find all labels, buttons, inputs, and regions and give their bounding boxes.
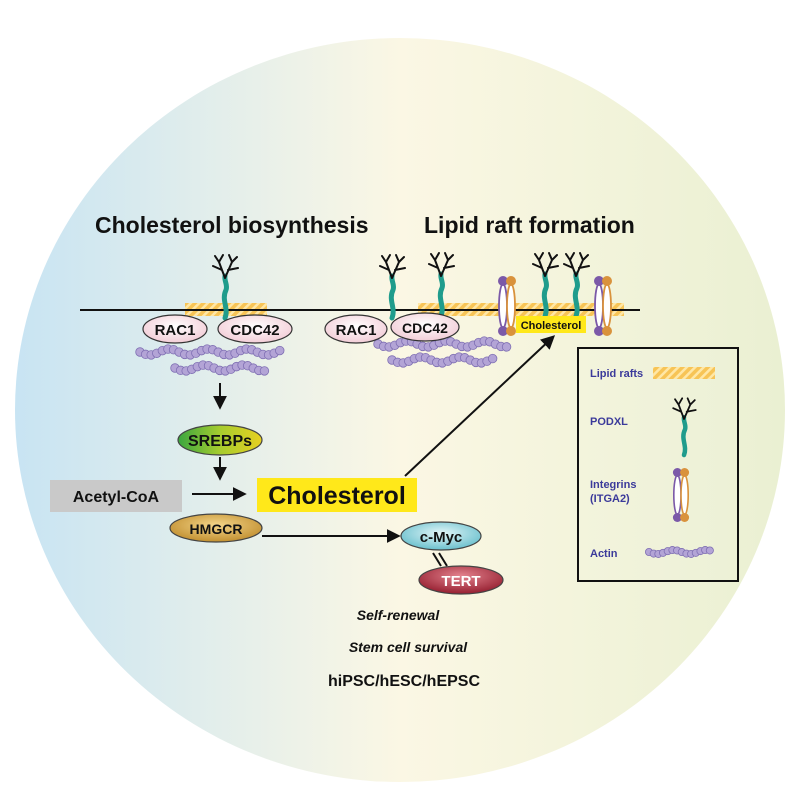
hmgcr-node: HMGCR [169,513,263,543]
interaction-mark-2 [438,552,448,567]
legend-actin-label: Actin [590,548,618,560]
heading-lipid-raft-formation: Lipid raft formation [424,212,635,238]
legend-lipid-rafts-label: Lipid rafts [590,368,643,380]
cmyc-label: c-Myc [420,529,463,546]
tert-node: TERT [418,565,504,595]
integrin-2 [594,276,612,336]
background-bubble [15,38,785,782]
hmgcr-label: HMGCR [190,521,243,537]
srebps-node: SREBPs [177,424,263,456]
cholesterol-tag-box [516,316,586,333]
legend-lipid-rafts-swatch [653,367,715,379]
outcome-cell-types: hiPSC/hESC/hEPSC [328,673,480,690]
heading-cholesterol-biosynthesis: Cholesterol biosynthesis [95,212,369,238]
cdc42-right: CDC42 [390,312,460,342]
podxl-group [212,252,590,321]
legend-podxl-glyph [672,397,697,458]
podxl-left [212,254,239,321]
arrow-cholesterol-to-raft [404,335,556,477]
rac1-left: RAC1 [142,314,208,344]
acetyl-coa-box [50,480,182,512]
integrin-group [498,276,612,336]
cdc42-right-label: CDC42 [402,320,448,336]
actin-left-1 [135,344,285,360]
acetyl-coa-label: Acetyl-CoA [73,489,160,506]
cmyc-node: c-Myc [400,521,482,551]
cdc42-left: CDC42 [217,314,293,344]
actin-right-2 [387,352,498,368]
integrin-1 [498,276,516,336]
legend-integrin-glyph [672,468,690,522]
cholesterol-tag-label: Cholesterol [521,320,582,332]
legend-actin-glyph [645,546,714,558]
rac1-left-label: RAC1 [155,322,196,339]
actin-left-2 [170,360,270,376]
legend-integrins-label: Integrins [590,479,636,491]
legend-glyphs [645,397,714,558]
tert-label: TERT [441,573,480,590]
cholesterol-box [257,478,417,512]
podxl-right-2 [428,252,455,319]
legend-podxl-label: PODXL [590,416,628,428]
legend-box: Lipid rafts PODXL Integrins (ITGA2) Acti… [577,347,739,582]
legend-integrins-sub: (ITGA2) [590,493,630,505]
srebps-label: SREBPs [188,433,252,450]
rac1-right-label: RAC1 [336,322,377,339]
interaction-mark-1 [432,552,442,567]
podxl-right-3 [532,252,559,319]
rac1-right: RAC1 [324,314,388,344]
podxl-right-4 [563,252,590,319]
outcome-self-renewal: Self-renewal [357,607,441,623]
cholesterol-label: Cholesterol [268,482,406,510]
cdc42-left-label: CDC42 [230,322,279,339]
outcome-stem-cell-survival: Stem cell survival [349,639,468,655]
podxl-right-1 [379,254,406,321]
